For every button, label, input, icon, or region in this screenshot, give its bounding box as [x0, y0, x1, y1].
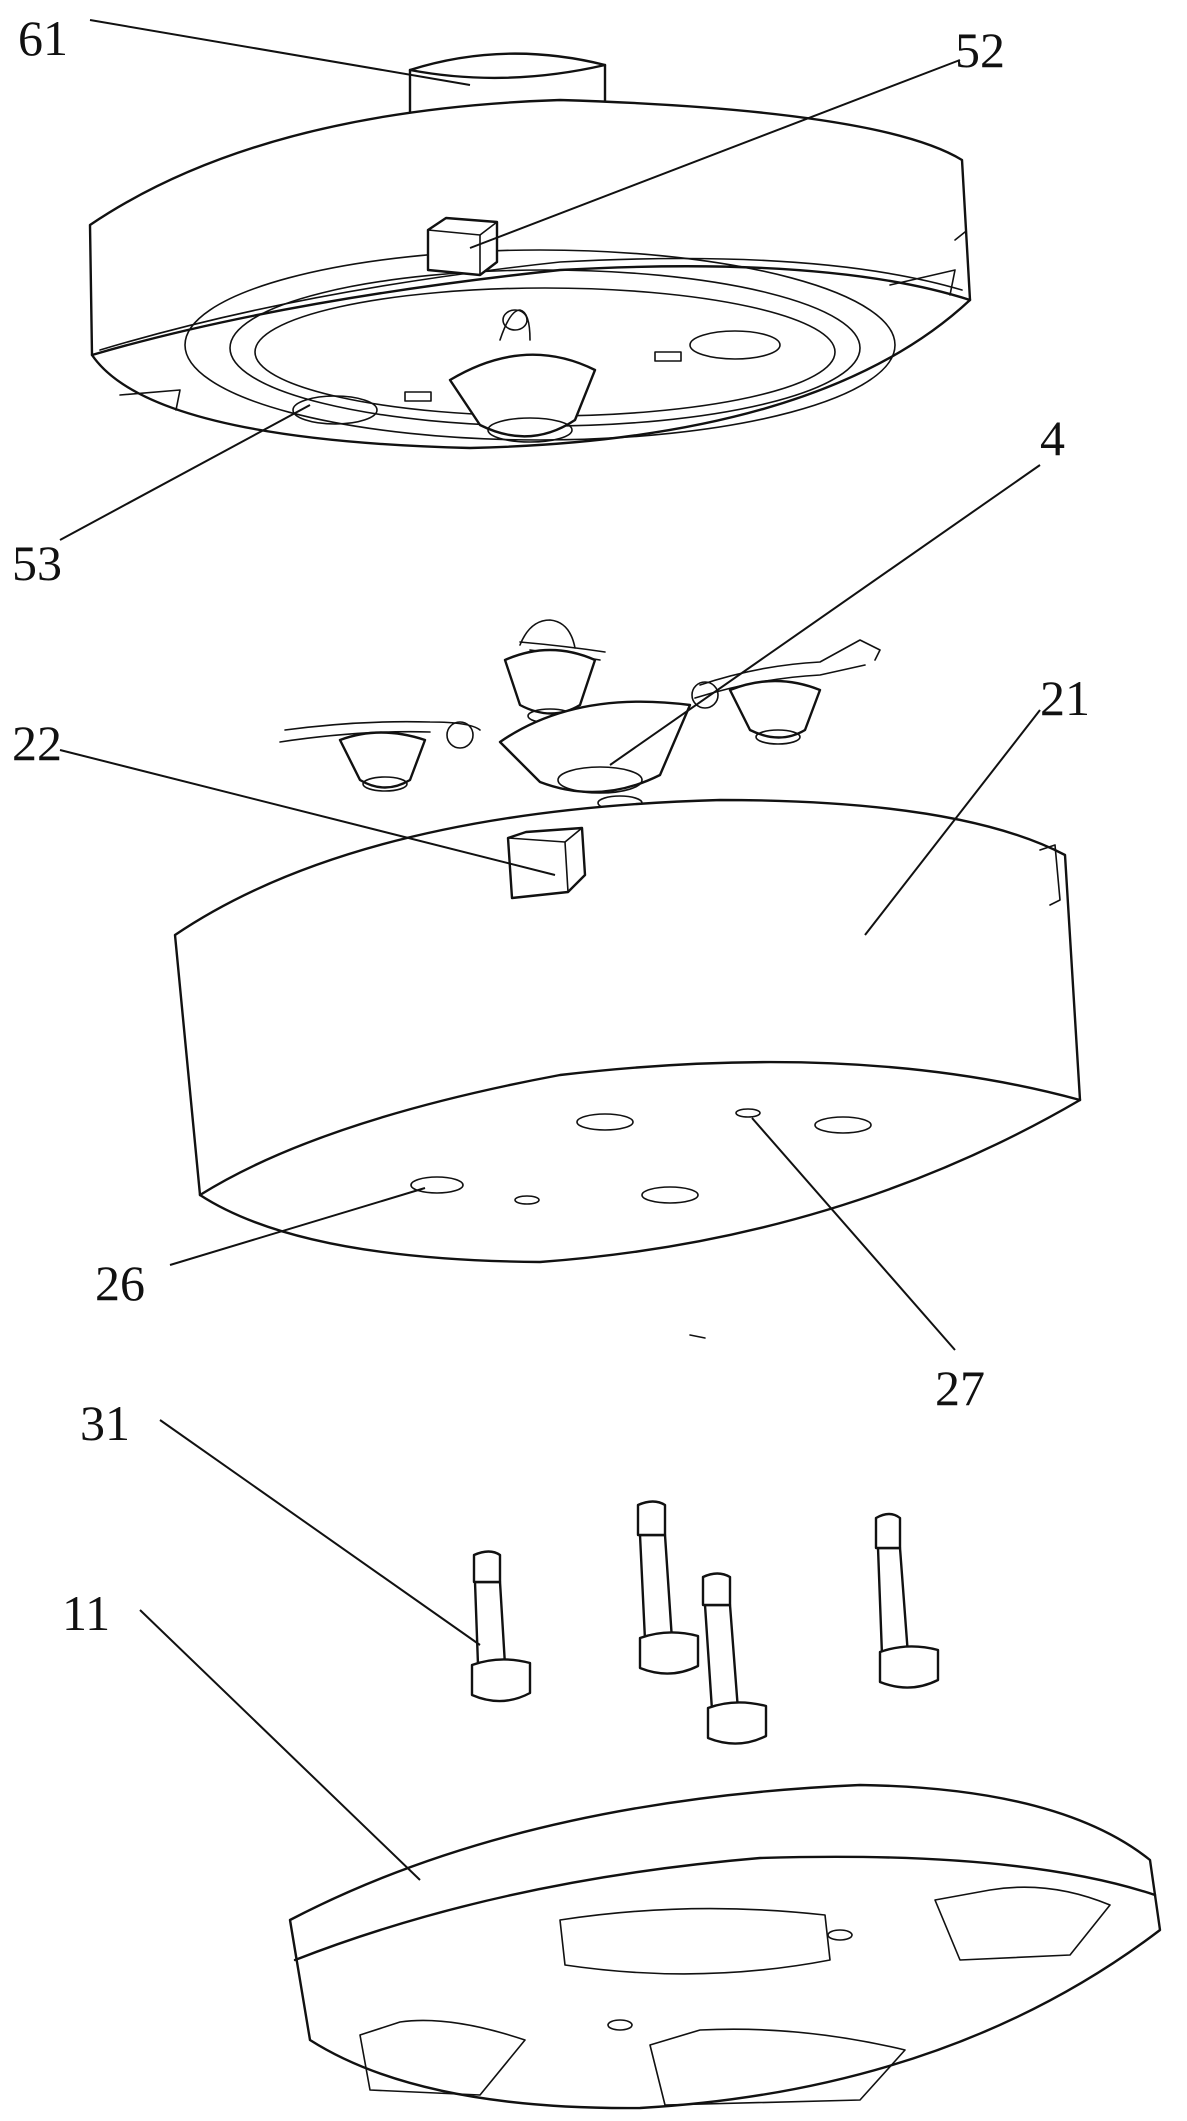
label-22: 22 [12, 715, 62, 771]
reference-labels: 61 52 53 4 21 22 26 27 31 11 [12, 10, 1090, 1641]
bottom-plate-11 [288, 1783, 1162, 2110]
leader-lines [59, 19, 1041, 1881]
pin [874, 1512, 940, 1689]
middle-block-22 [506, 826, 587, 900]
upper-mold-part [88, 52, 972, 450]
label-26: 26 [95, 1255, 145, 1311]
insert-part-4 [279, 619, 881, 811]
middle-body-21 [173, 798, 1082, 1264]
pin [701, 1572, 768, 1745]
label-53: 53 [12, 535, 62, 591]
upper-hole-left [292, 395, 378, 425]
upper-block-52 [426, 216, 499, 277]
face-hole-27 [735, 1108, 761, 1118]
face-hole-26 [410, 1176, 464, 1194]
pin [470, 1550, 532, 1703]
label-4: 4 [1040, 410, 1065, 466]
label-21: 21 [1040, 670, 1090, 726]
pins-31 [470, 1500, 940, 1745]
label-31: 31 [80, 1395, 130, 1451]
upper-face-ring [184, 249, 896, 441]
label-27: 27 [935, 1360, 985, 1416]
pin [636, 1500, 700, 1675]
upper-hole-right [689, 330, 781, 360]
upper-central-cone [448, 309, 597, 443]
label-61: 61 [18, 10, 68, 66]
label-11: 11 [62, 1585, 110, 1641]
label-52: 52 [955, 22, 1005, 78]
